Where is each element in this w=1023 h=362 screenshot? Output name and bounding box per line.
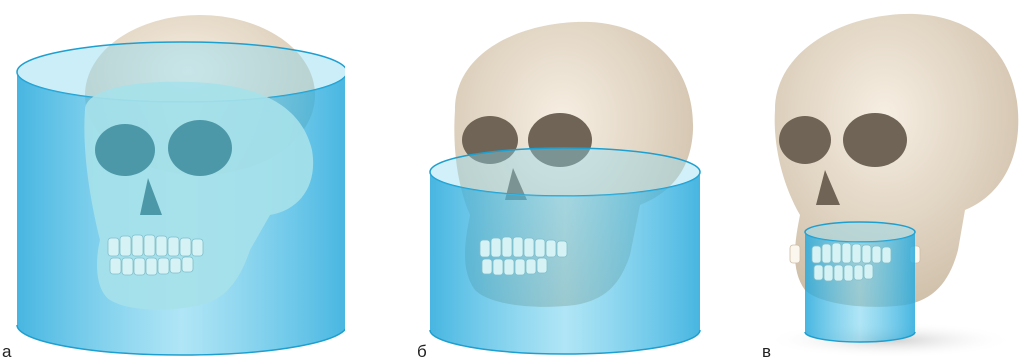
volume-cylinder — [430, 172, 700, 354]
panel-b: б — [415, 0, 715, 362]
orbit-left — [95, 124, 155, 176]
panel-b-illustration — [415, 0, 715, 362]
volume-top-rim — [430, 148, 700, 196]
panel-c-label: в — [762, 343, 771, 360]
panel-b-label: б — [417, 343, 427, 360]
panel-c-illustration — [760, 0, 1023, 362]
orbit-right — [168, 120, 232, 176]
volume-top-rim — [805, 222, 915, 242]
panel-a-illustration — [0, 0, 345, 362]
orbit-left — [779, 116, 831, 164]
panel-a-label: а — [2, 343, 11, 360]
orbit-right — [843, 113, 907, 167]
panel-c: в — [760, 0, 1023, 362]
panel-a: а — [0, 0, 345, 362]
